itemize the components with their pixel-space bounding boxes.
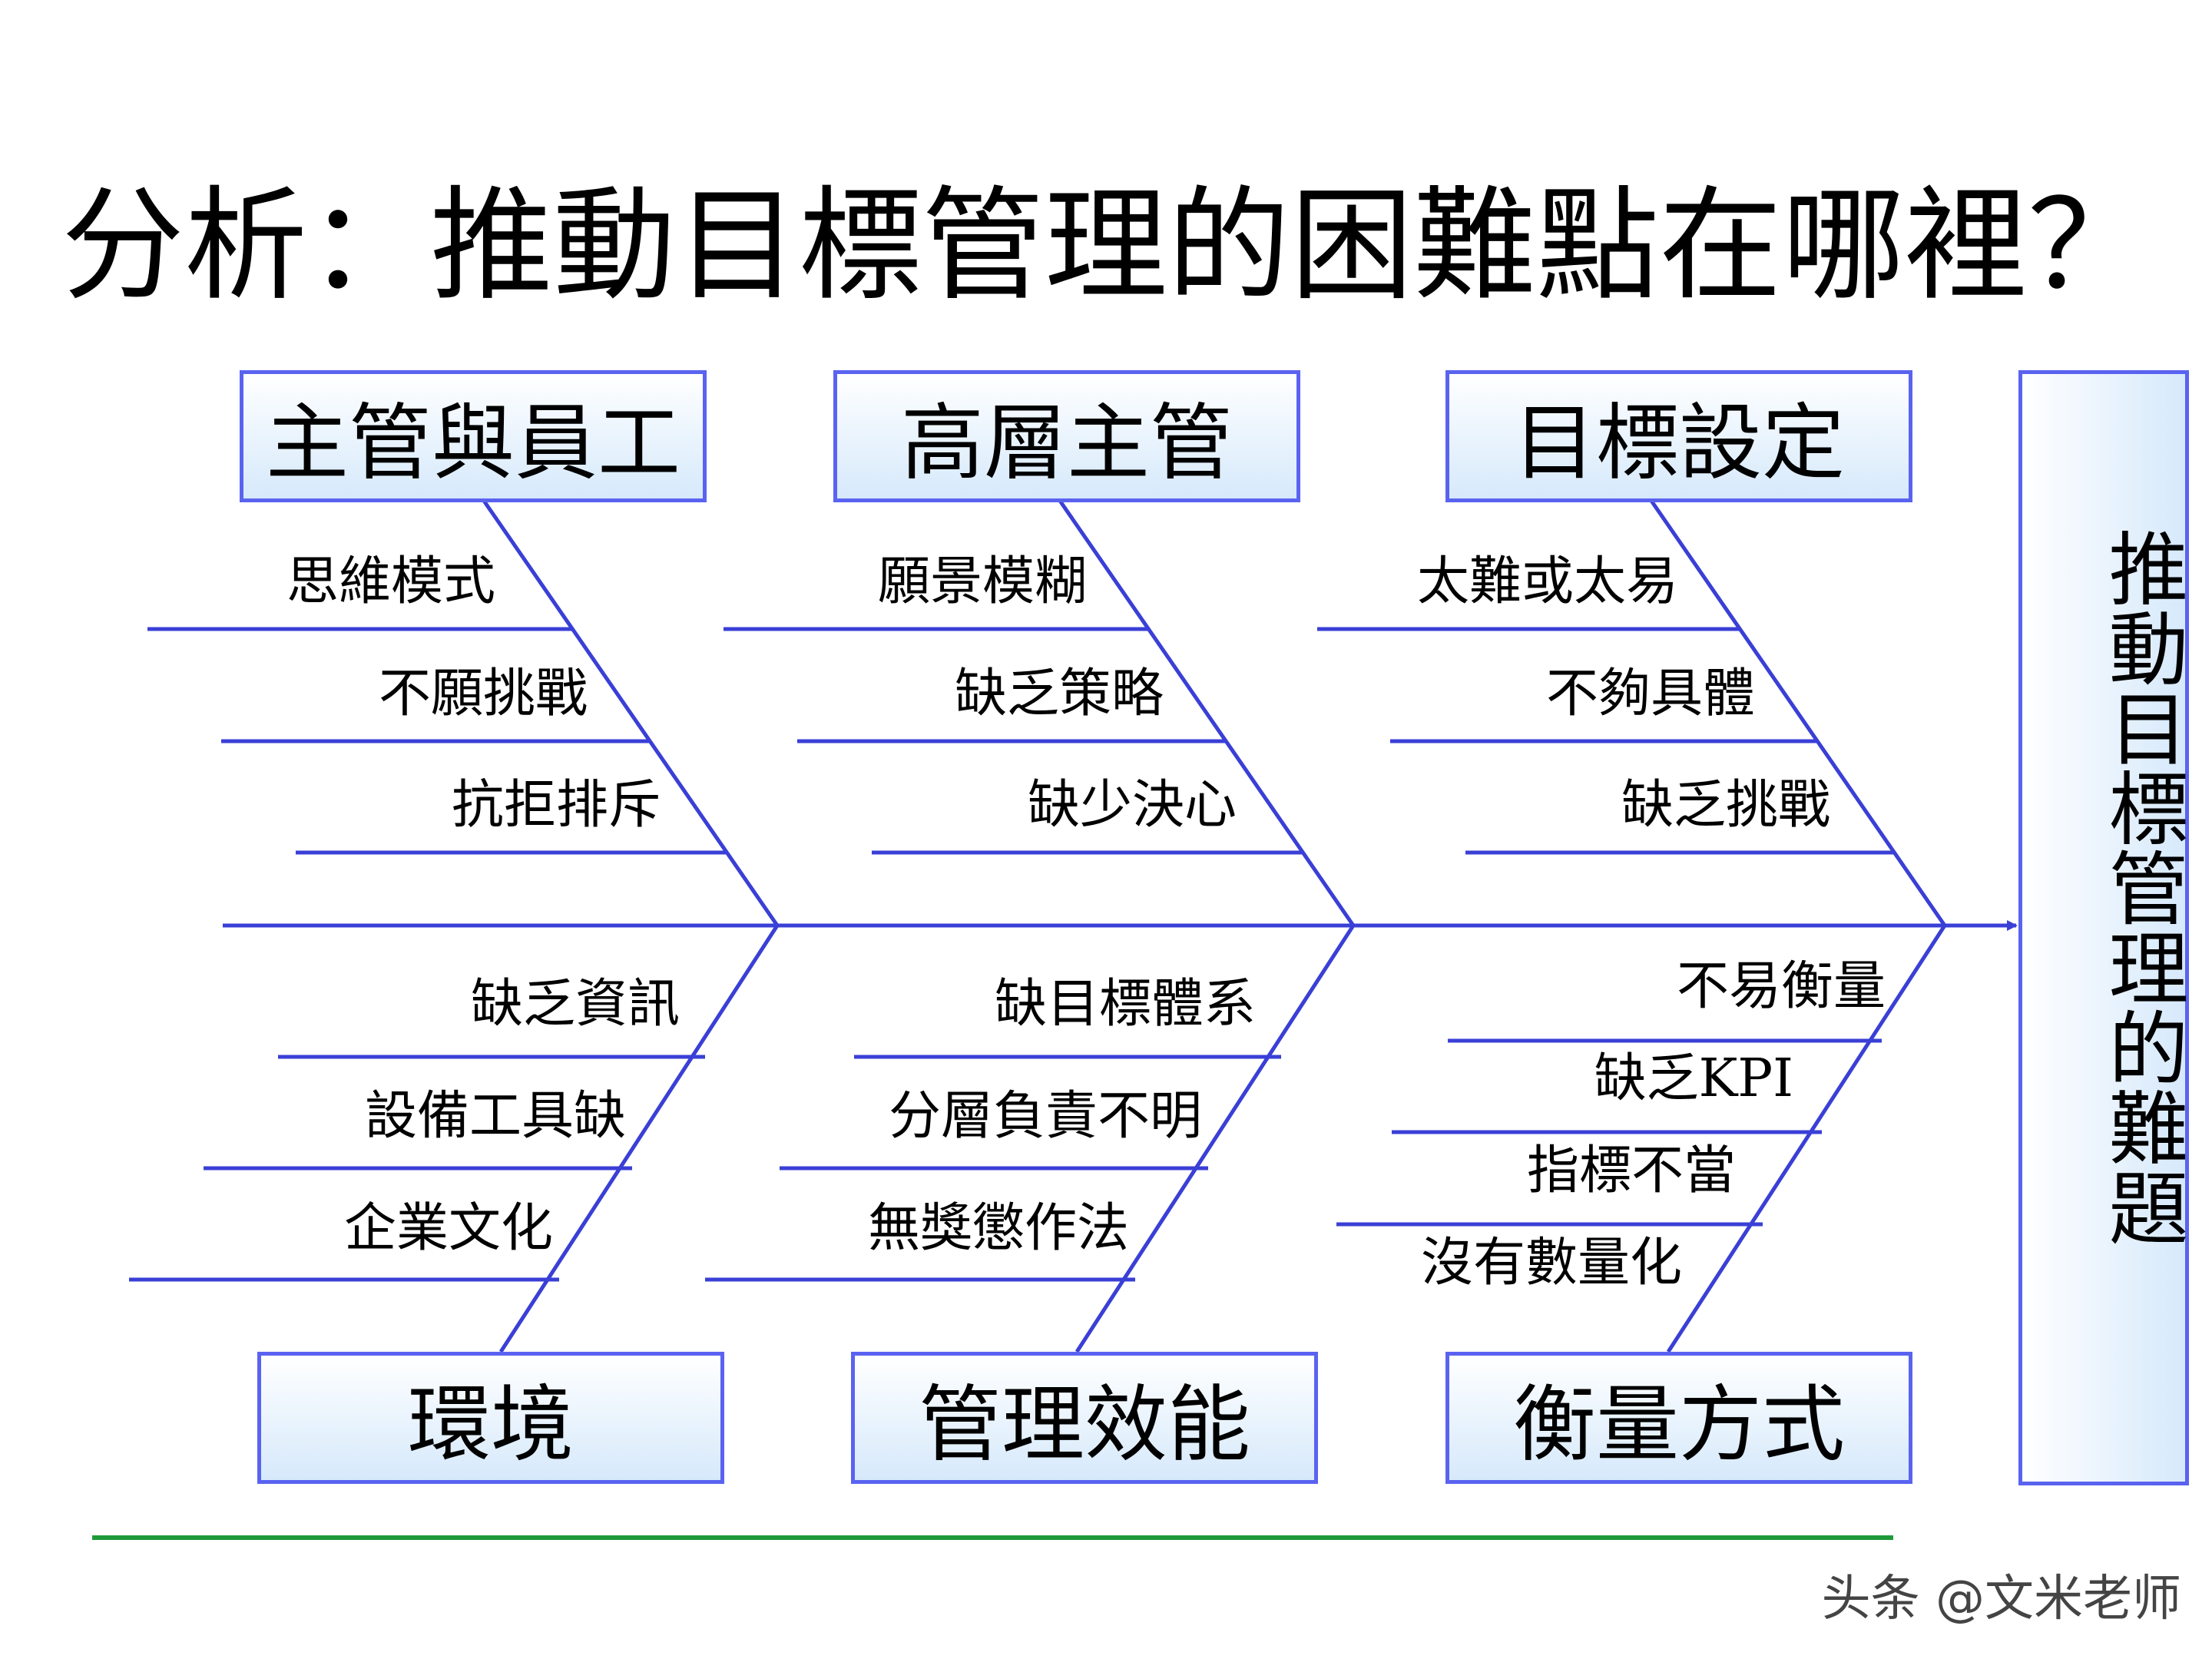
cause-label: 缺少決心	[1027, 775, 1237, 836]
category-box-bottom-3: 衡量方式	[1445, 1352, 1912, 1484]
cause-label: 太難或太易	[1416, 551, 1678, 612]
watermark: 头条 @文米老师	[1821, 1571, 2181, 1628]
cause-label: 企業文化	[343, 1198, 553, 1259]
slide-title: 分析：推動目標管理的困難點在哪裡？	[61, 174, 2151, 317]
category-box-bottom-1: 環境	[257, 1352, 724, 1484]
bone-bottom-3	[1666, 924, 1947, 1353]
bone-top-1	[482, 499, 780, 927]
category-label: 環境	[407, 1377, 574, 1473]
cause-label: 缺乏策略	[954, 664, 1164, 724]
category-label: 管理效能	[918, 1377, 1250, 1473]
cause-label: 不願挑戰	[378, 664, 588, 724]
category-box-bottom-2: 管理效能	[851, 1352, 1318, 1484]
cause-label: 缺乏資訊	[470, 974, 680, 1035]
cause-label: 分層負責不明	[888, 1086, 1202, 1147]
cause-label: 缺乏KPI	[1594, 1048, 1793, 1109]
cause-label: 不易衡量	[1676, 956, 1886, 1017]
cause-label: 願景模糊	[877, 551, 1087, 612]
category-label: 衡量方式	[1512, 1377, 1845, 1473]
category-label: 高層主管	[900, 396, 1233, 492]
cause-label: 不夠具體	[1545, 664, 1755, 724]
cause-label: 設備工具缺	[364, 1086, 626, 1147]
category-label: 主管與員工	[265, 396, 680, 492]
category-label: 目標設定	[1512, 396, 1845, 492]
cause-label: 缺目標體系	[994, 974, 1256, 1035]
cause-label: 指標不當	[1526, 1141, 1736, 1201]
bone-top-3	[1649, 499, 1947, 927]
cause-label: 缺乏挑戰	[1621, 775, 1830, 836]
effect-label: 推動目標管理的難題	[2094, 528, 2188, 1247]
cause-label: 思維模式	[286, 551, 495, 612]
category-box-top-1: 主管與員工	[240, 370, 707, 502]
cause-label: 沒有數量化	[1420, 1233, 1682, 1293]
cause-label: 抗拒排斥	[451, 775, 661, 836]
bone-top-2	[1058, 499, 1356, 927]
effect-box: 推動目標管理的難題	[2018, 370, 2189, 1485]
category-box-top-3: 目標設定	[1445, 370, 1912, 502]
cause-label: 無獎懲作法	[867, 1198, 1129, 1259]
category-box-top-2: 高層主管	[833, 370, 1300, 502]
